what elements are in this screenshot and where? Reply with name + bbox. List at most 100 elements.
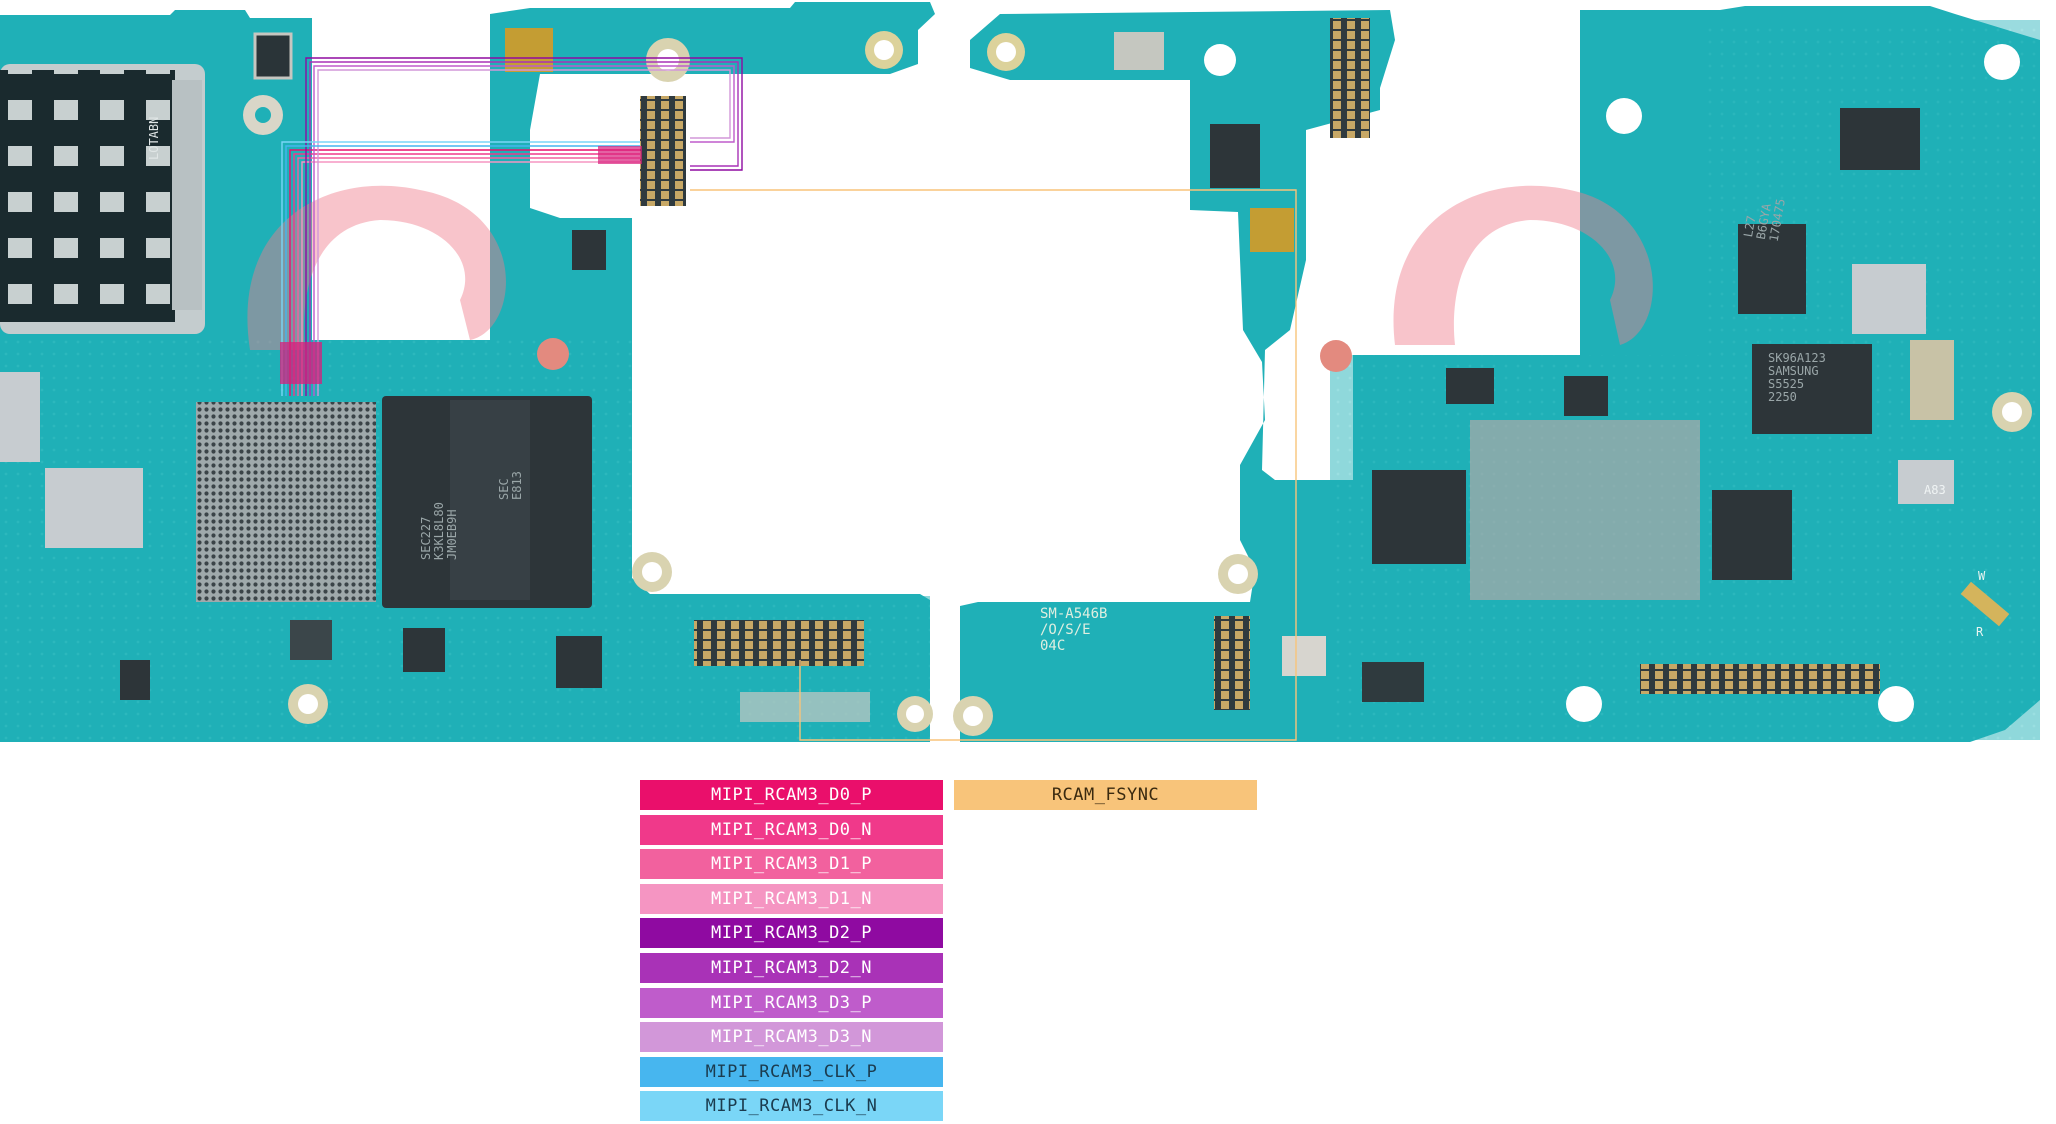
legend-item-mipi-rcam3-d3-n: MIPI_RCAM3_D3_N <box>640 1022 943 1053</box>
ic-right-1 <box>1210 124 1260 188</box>
passives-block <box>1470 420 1700 600</box>
connector-right-small-2 <box>1362 662 1424 702</box>
mount-hole-right-d <box>1606 98 1642 134</box>
shield-can-left <box>45 468 143 548</box>
side-letter-r: R <box>1976 625 1984 639</box>
camera-sensor-module <box>1114 32 1164 70</box>
mount-hole-right-g <box>1566 686 1602 722</box>
trace-d1-n <box>301 161 640 396</box>
sim-label: LOTABN <box>147 116 161 160</box>
ic-right-7 <box>1564 376 1608 416</box>
test-point-left <box>537 338 569 370</box>
mipi-traces <box>281 57 1297 741</box>
trace-clk-n <box>281 141 640 396</box>
trace-pins <box>280 146 642 384</box>
legend-item-mipi-rcam3-d0-p: MIPI_RCAM3_D0_P <box>640 780 943 810</box>
legend-label: MIPI_RCAM3_D0_N <box>710 819 873 840</box>
fpc-connector-top <box>640 96 686 206</box>
l27-chip-label: L27 B6GYA 170475 <box>1741 197 1788 243</box>
watermark-left <box>247 185 506 350</box>
ic-right-3 <box>1738 224 1806 314</box>
trace-pin-cluster-top <box>598 146 642 164</box>
cpu-memory-shine <box>450 400 530 600</box>
legend-label: MIPI_RCAM3_D2_P <box>710 923 873 944</box>
mount-hole-top-inner <box>657 49 679 71</box>
legend-item-rcam-fsync: RCAM_FSYNC <box>954 780 1257 810</box>
mount-hole-right-h <box>1878 686 1914 722</box>
ic-right-4 <box>1372 470 1466 564</box>
trace-d0-p <box>289 149 640 396</box>
legend-label: RCAM_FSYNC <box>1051 785 1160 805</box>
ic-right-2 <box>1840 108 1920 170</box>
shield-can-top <box>0 372 40 462</box>
shield-right-1 <box>1852 264 1926 334</box>
trace-d3-p <box>313 65 735 396</box>
watermark <box>247 185 1653 350</box>
mount-hole-mid-inner <box>642 562 662 582</box>
cpu-bga-grid <box>196 402 376 602</box>
shield-right-2 <box>1910 340 1954 420</box>
legend-label: MIPI_RCAM3_CLK_P <box>705 1061 878 1082</box>
trace-clk-p <box>285 145 640 396</box>
trace-d1-p <box>297 157 640 396</box>
shield-right-3 <box>1898 460 1954 504</box>
right-board <box>953 6 2040 742</box>
trace-d0-n <box>293 153 640 396</box>
signal-legend: MIPI_RCAM3_D0_P MIPI_RCAM3_D0_N MIPI_RCAM3… <box>640 780 943 1122</box>
trace-pin-cluster <box>280 342 322 384</box>
trace-fsync <box>690 189 1297 741</box>
qr-module <box>1250 208 1294 252</box>
cpu-chip-label: SEC227 K3KL8L80 JM0EB9H <box>419 502 459 560</box>
test-point-right <box>1320 340 1352 372</box>
mount-hole-right-e <box>1984 44 2020 80</box>
mount-hole-right-b-inner <box>1228 564 1248 584</box>
antenna-connector <box>253 32 293 80</box>
mount-hole-bottom-right-inner <box>906 705 924 723</box>
legend-item-mipi-rcam3-d1-n: MIPI_RCAM3_D1_N <box>640 883 943 914</box>
legend-label: MIPI_RCAM3_D3_N <box>710 1027 873 1048</box>
mount-hole-right-f-inner <box>2002 402 2022 422</box>
ic-left-4 <box>572 230 606 270</box>
caps-row-left <box>740 692 870 722</box>
copper-pad <box>1960 581 2010 627</box>
mount-hole-bottom-left-inner <box>298 694 318 714</box>
ic-right-6 <box>1446 368 1494 404</box>
qr-small <box>1282 636 1326 676</box>
trace-d2-n <box>309 61 739 396</box>
board-model-marking: SM-A546B /O/S/E 04C <box>1040 606 1108 654</box>
legend-item-mipi-rcam3-d2-n: MIPI_RCAM3_D2_N <box>640 952 943 983</box>
mount-hole-right-top-inner <box>996 42 1016 62</box>
fpc-connector-right <box>1330 18 1370 138</box>
ic-left-3 <box>120 660 150 700</box>
coax-center <box>255 107 271 123</box>
trace-d3-n <box>317 69 731 396</box>
trace-d2-p <box>305 57 743 396</box>
mount-hole-right-inner <box>874 40 894 60</box>
legend-label: MIPI_RCAM3_D1_N <box>710 888 873 909</box>
memory-chip-right <box>1752 344 1872 434</box>
legend-item-mipi-rcam3-d1-p: MIPI_RCAM3_D1_P <box>640 849 943 880</box>
a83-label: A83 <box>1924 483 1946 497</box>
connector-right-small <box>1214 616 1250 710</box>
ic-left-1 <box>403 628 445 672</box>
watermark-right <box>1393 185 1653 345</box>
legend-label: MIPI_RCAM3_D3_P <box>710 992 873 1013</box>
sec-chip-label: SEC E813 <box>497 471 524 500</box>
pmic-left <box>556 636 602 688</box>
ic-left-2 <box>290 620 332 660</box>
board-to-board-connector <box>694 620 864 666</box>
legend-item-mipi-rcam3-clk-n: MIPI_RCAM3_CLK_N <box>640 1091 943 1122</box>
legend-item-mipi-rcam3-clk-p: MIPI_RCAM3_CLK_P <box>640 1056 943 1087</box>
legend-item-mipi-rcam3-d2-p: MIPI_RCAM3_D2_P <box>640 918 943 949</box>
memory-chip-label: SK96A123 SAMSUNG S5525 2250 <box>1768 351 1826 404</box>
mount-hole-right-c-inner <box>963 706 983 726</box>
sim-contacts <box>0 70 175 322</box>
legend-item-mipi-rcam3-d0-n: MIPI_RCAM3_D0_N <box>640 814 943 845</box>
left-board <box>0 2 935 742</box>
legend-label: MIPI_RCAM3_D2_N <box>710 957 873 978</box>
connector-right-bottom <box>1640 664 1880 694</box>
legend-label: MIPI_RCAM3_D1_P <box>710 854 873 875</box>
legend-label: MIPI_RCAM3_D0_P <box>710 785 873 805</box>
